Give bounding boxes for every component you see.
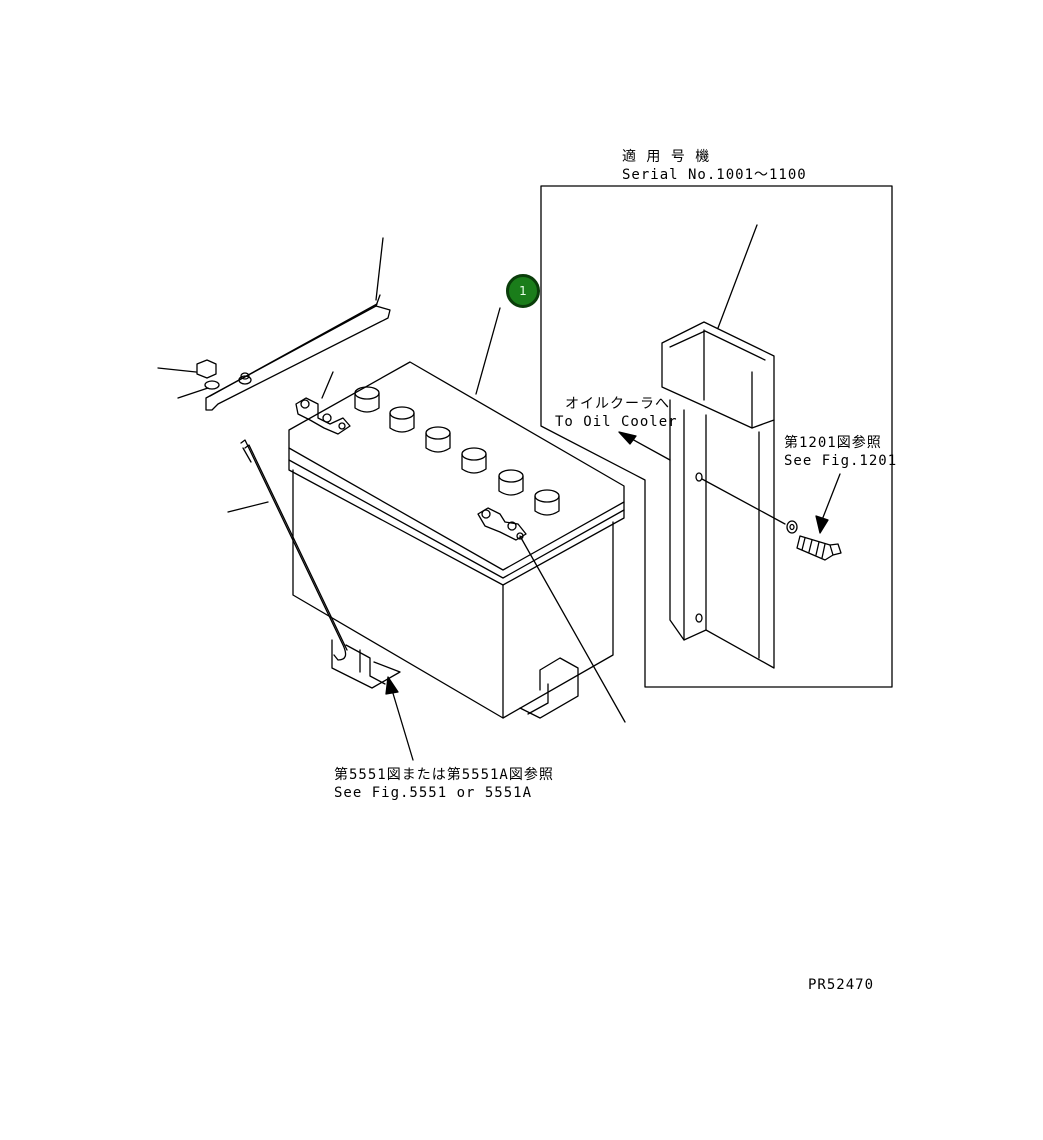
drawing-number: PR52470: [808, 977, 875, 993]
callout-1-button[interactable]: 1: [506, 274, 540, 308]
bottom-bracket-right: [519, 657, 579, 719]
fig1201-label-en: See Fig.1201: [784, 453, 898, 469]
inset-bracket: [661, 224, 798, 669]
inset-frame: [540, 185, 893, 688]
bottom-bracket-left: [331, 639, 401, 689]
inset-title-en: Serial No.1001〜1100: [622, 167, 807, 183]
j-bolt-rod: [227, 439, 348, 661]
oil-cooler-label-en: To Oil Cooler: [555, 414, 678, 430]
fig1201-label-jp: 第1201図参照: [784, 435, 882, 451]
oil-cooler-arrow: [618, 431, 671, 461]
leader-lines: [321, 307, 626, 761]
fig5551-label-jp: 第5551図または第5551A図参照: [334, 767, 554, 783]
fig5551-label-en: See Fig.5551 or 5551A: [334, 785, 533, 801]
bolt: [796, 473, 842, 561]
battery: [288, 361, 625, 719]
hold-down-strap: [157, 237, 391, 411]
inset-title-jp: 適 用 号 機: [622, 149, 711, 165]
oil-cooler-label-jp: オイルクーラへ: [565, 396, 670, 412]
